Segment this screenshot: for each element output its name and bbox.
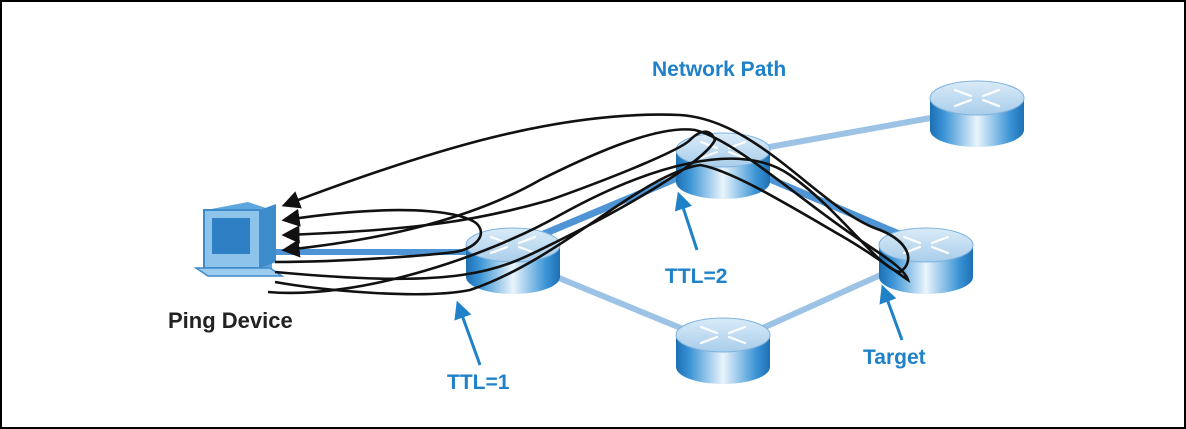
target-label: Target [863, 346, 926, 369]
computer-icon [193, 202, 285, 277]
ttl-arrows [454, 191, 904, 366]
arrow-icon-ttl2 [674, 191, 699, 251]
network-path-label: Network Path [652, 58, 786, 81]
router-icon-bottom [674, 316, 772, 386]
ttl2-label: TTL=2 [665, 265, 727, 288]
arrow-icon-target [879, 284, 904, 341]
ttl1-label: TTL=1 [447, 371, 510, 394]
ping-trace-paths [267, 113, 911, 296]
arrow-icon-ttl1 [454, 300, 482, 366]
router-icon-top-right [928, 79, 1026, 149]
ping-device-label: Ping Device [168, 308, 293, 333]
